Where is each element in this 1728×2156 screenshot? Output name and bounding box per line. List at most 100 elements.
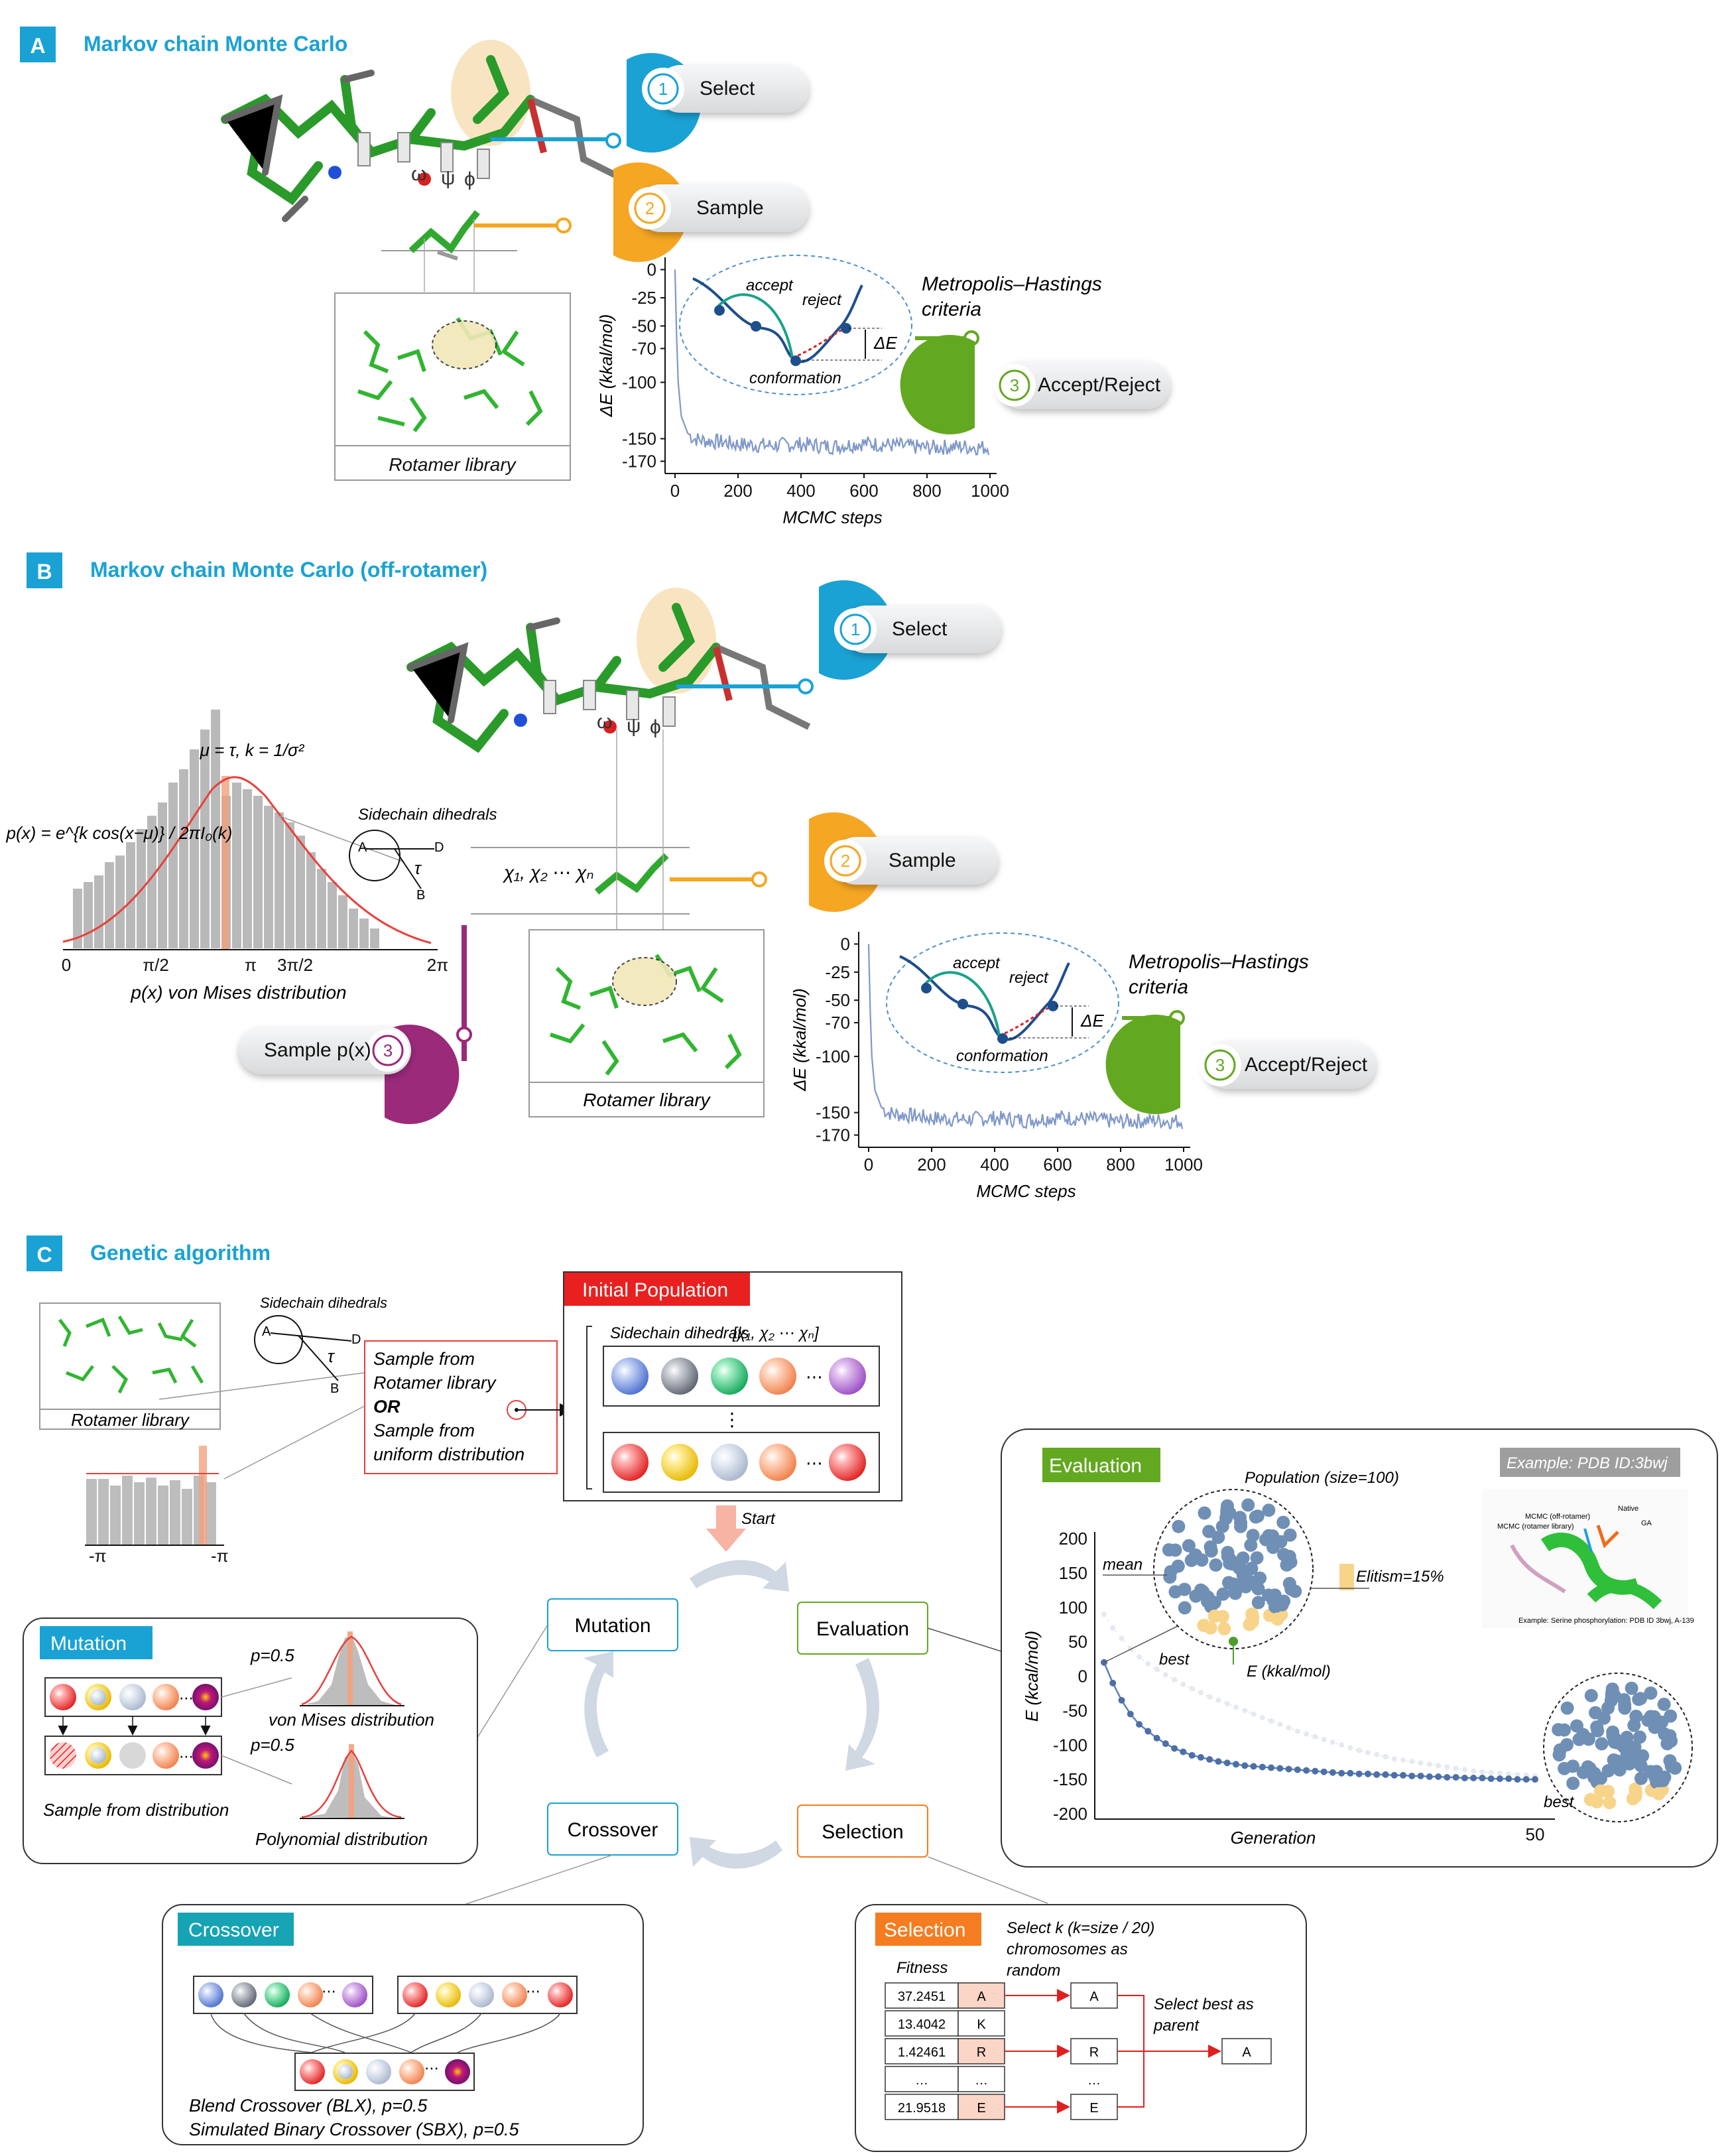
panel-b: B Markov chain Monte Carlo (off-rotamer)… — [6, 552, 1376, 1201]
population-dot — [1209, 1558, 1223, 1572]
rotamer-library-a: Rotamer library — [334, 292, 571, 481]
dh-c-A: A — [262, 1324, 271, 1339]
initial-population-box: Initial Population Sidechain dihedrals [… — [563, 1271, 902, 1501]
selection-picked-value: R — [1089, 2045, 1099, 2060]
chart-a-xtick-label: 0 — [670, 481, 680, 501]
population-dots-final — [1552, 1681, 1682, 1810]
cycle-arrows — [584, 1560, 880, 1869]
peptide-molecule-a: ω ψ ϕ — [221, 40, 625, 222]
step-sample-a[interactable]: 2 Sample — [474, 162, 809, 262]
population-final-dot — [1644, 1686, 1658, 1700]
population-final-dot — [1603, 1796, 1617, 1810]
mutation-title: Mutation — [50, 1633, 127, 1655]
ga-mean-point — [1198, 1690, 1203, 1696]
chart-b-ytick-label: -170 — [816, 1125, 850, 1145]
step-accept-a-label: Accept/Reject — [1038, 374, 1161, 396]
ga-mean-point — [1224, 1701, 1230, 1706]
population-dot — [1178, 1601, 1192, 1615]
population-final-dot — [1576, 1765, 1590, 1779]
step-sample-b[interactable]: 2 Sample — [670, 812, 998, 913]
thumb-caption: Example: Serine phosphorylation: PDB ID … — [1518, 1617, 1694, 1625]
initial-population-title: Initial Population — [582, 1279, 728, 1301]
mut-poly-hist — [300, 1744, 404, 1819]
selection-fitness-cell — [885, 2066, 959, 2092]
population-dot — [1189, 1589, 1203, 1603]
population-dot — [1215, 1610, 1229, 1623]
ga-best-point — [1329, 1769, 1336, 1776]
selection-note-3: random — [1007, 1962, 1060, 1980]
sample-text-1: Sample from — [373, 1349, 475, 1369]
population-dot — [1250, 1551, 1264, 1565]
ga-mean-point — [1339, 1742, 1345, 1748]
step-sample-px[interactable]: 3 Sample p(x) — [239, 1025, 472, 1124]
chart-b-ytick-label: -100 — [816, 1046, 850, 1066]
ga-mean-point — [1356, 1747, 1362, 1753]
population-final-dot — [1601, 1701, 1615, 1715]
chart-a-xtick-label: 800 — [912, 481, 941, 501]
cx-ellipsis-1: ⋯ — [322, 1983, 336, 1999]
ga-mean-point — [1374, 1751, 1380, 1757]
peptide-molecule-b: ω ψ ϕ — [406, 588, 811, 753]
vm-tick-1: π/2 — [143, 955, 169, 975]
pop-ellipsis-2: ⋯ — [806, 1453, 823, 1473]
chart-b-xtick-label: 600 — [1043, 1155, 1072, 1174]
ga-mean-point — [1418, 1760, 1424, 1766]
population-label: Population (size=100) — [1245, 1469, 1399, 1487]
chart-a-xtick-label: 400 — [786, 481, 815, 501]
inset-a-conformation: conformation — [749, 369, 841, 387]
dihedral-icon-b: Sidechain dihedrals A D B τ — [349, 806, 497, 903]
best-label: best — [1159, 1651, 1190, 1669]
step-select-a[interactable]: 1 Select — [491, 52, 809, 153]
cycle-crossover[interactable]: Crossover — [547, 1803, 678, 1856]
step-accept-a[interactable]: 3 Accept/Reject — [900, 330, 1170, 434]
chart-b-xtick-label: 1000 — [1164, 1155, 1203, 1174]
ga-best-point — [1470, 1775, 1477, 1782]
elitism-swatch — [1339, 1564, 1354, 1590]
ga-best-point — [1400, 1771, 1407, 1779]
selection-id-value: K — [977, 2017, 986, 2032]
chart-b-xtick-label: 800 — [1106, 1155, 1135, 1174]
ga-best-point — [1109, 1679, 1117, 1686]
cycle-mutation[interactable]: Mutation — [547, 1598, 678, 1651]
population-final-dot — [1634, 1771, 1648, 1785]
step-select-b[interactable]: 1 Select — [676, 580, 1001, 694]
chart-b-ytick-label: -25 — [825, 962, 850, 982]
population-dot — [1262, 1588, 1276, 1602]
ga-mean-point — [1347, 1745, 1353, 1751]
step-accept-b[interactable]: 3 Accept/Reject — [1105, 1010, 1376, 1115]
panel-c-title: Genetic algorithm — [90, 1241, 271, 1265]
population-final-dot — [1591, 1724, 1605, 1738]
population-final-dot — [1605, 1682, 1619, 1696]
step-accept-a-num: 3 — [1010, 375, 1019, 395]
ga-best-point — [1241, 1762, 1249, 1769]
population-dot — [1276, 1515, 1290, 1529]
ga-mean-point — [1207, 1694, 1213, 1700]
population-final-dot — [1650, 1775, 1664, 1789]
ekcal-label: E (kkal/mol) — [1247, 1663, 1331, 1680]
population-dot — [1282, 1576, 1296, 1590]
sidechain-fragment-a — [381, 210, 517, 292]
population-final-dot — [1606, 1729, 1620, 1743]
ga-ylabel: E (kcal/mol) — [1022, 1631, 1042, 1722]
vm-tick-2: π — [245, 955, 257, 975]
population-final-dot — [1552, 1748, 1566, 1762]
selection-fitness-cell — [885, 2038, 959, 2064]
ga-mean-point — [1286, 1725, 1292, 1731]
ga-best-point — [1276, 1765, 1284, 1772]
population-dot — [1168, 1543, 1182, 1557]
cycle-selection[interactable]: Selection — [797, 1805, 928, 1858]
sidechain-label-b: Sidechain dihedrals — [358, 806, 497, 824]
population-dot — [1283, 1528, 1297, 1542]
chart-b-ytick-label: -70 — [825, 1013, 850, 1033]
ga-mean-point — [1400, 1757, 1406, 1763]
chart-b-xtick-label: 200 — [917, 1155, 946, 1174]
ga-best-point — [1505, 1775, 1512, 1783]
ga-ytick-label: 50 — [1068, 1632, 1087, 1652]
selection-best-1: Select best as — [1154, 1996, 1254, 2013]
population-dot — [1262, 1503, 1276, 1517]
cycle-evaluation[interactable]: Evaluation — [797, 1602, 928, 1655]
cx-ellipsis-3: ⋯ — [424, 2060, 439, 2076]
sample-text-or: OR — [373, 1397, 401, 1417]
rotamer-library-a-label: Rotamer library — [389, 454, 517, 475]
